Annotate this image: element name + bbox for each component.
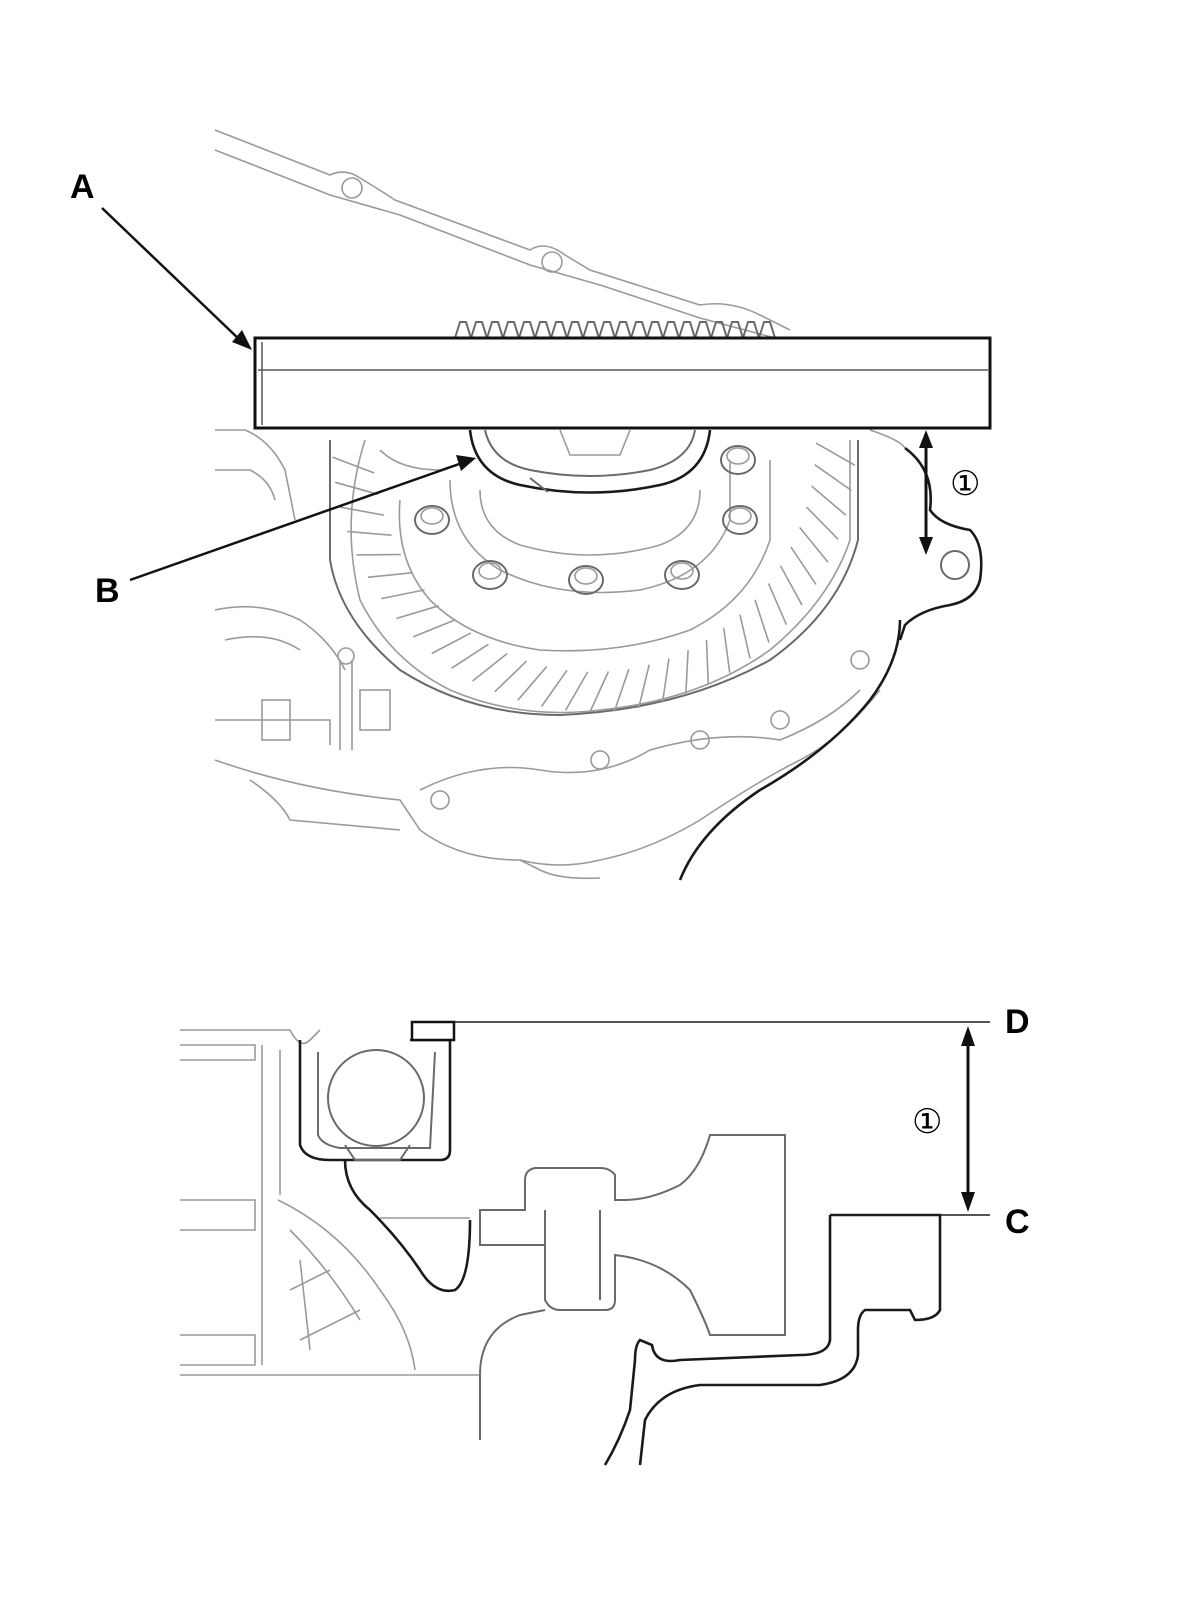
straight-edge-a [253, 336, 992, 430]
leader-a [101, 207, 252, 350]
transaxle-housing [214, 129, 983, 881]
case-left [180, 1029, 480, 1376]
shaft-body [343, 1134, 786, 1440]
label-b: B [95, 572, 120, 610]
bottom-cross-section: ① D C [180, 1003, 1030, 1466]
label-a: A [70, 168, 95, 206]
label-d: D [1005, 1003, 1030, 1041]
top-illustration: ① A B [70, 129, 992, 881]
bearing [298, 1020, 456, 1162]
gear-bolt [472, 560, 508, 590]
gear-bolt [568, 565, 604, 595]
label-c: C [1005, 1203, 1030, 1241]
dimension-label-top: ① [950, 464, 980, 504]
bearing-race-b [468, 429, 712, 556]
dimension-arrow-bottom [961, 1026, 975, 1212]
gear-bolt [664, 560, 700, 590]
gear-bolt [720, 445, 756, 475]
dimension-arrow-top [919, 430, 933, 555]
shim [410, 1020, 456, 1042]
gear-bolt [722, 505, 758, 535]
differential-case [603, 1213, 942, 1466]
dimension-label-bottom: ① [912, 1102, 942, 1142]
leader-b [129, 455, 476, 582]
gear-bolt [414, 505, 450, 535]
